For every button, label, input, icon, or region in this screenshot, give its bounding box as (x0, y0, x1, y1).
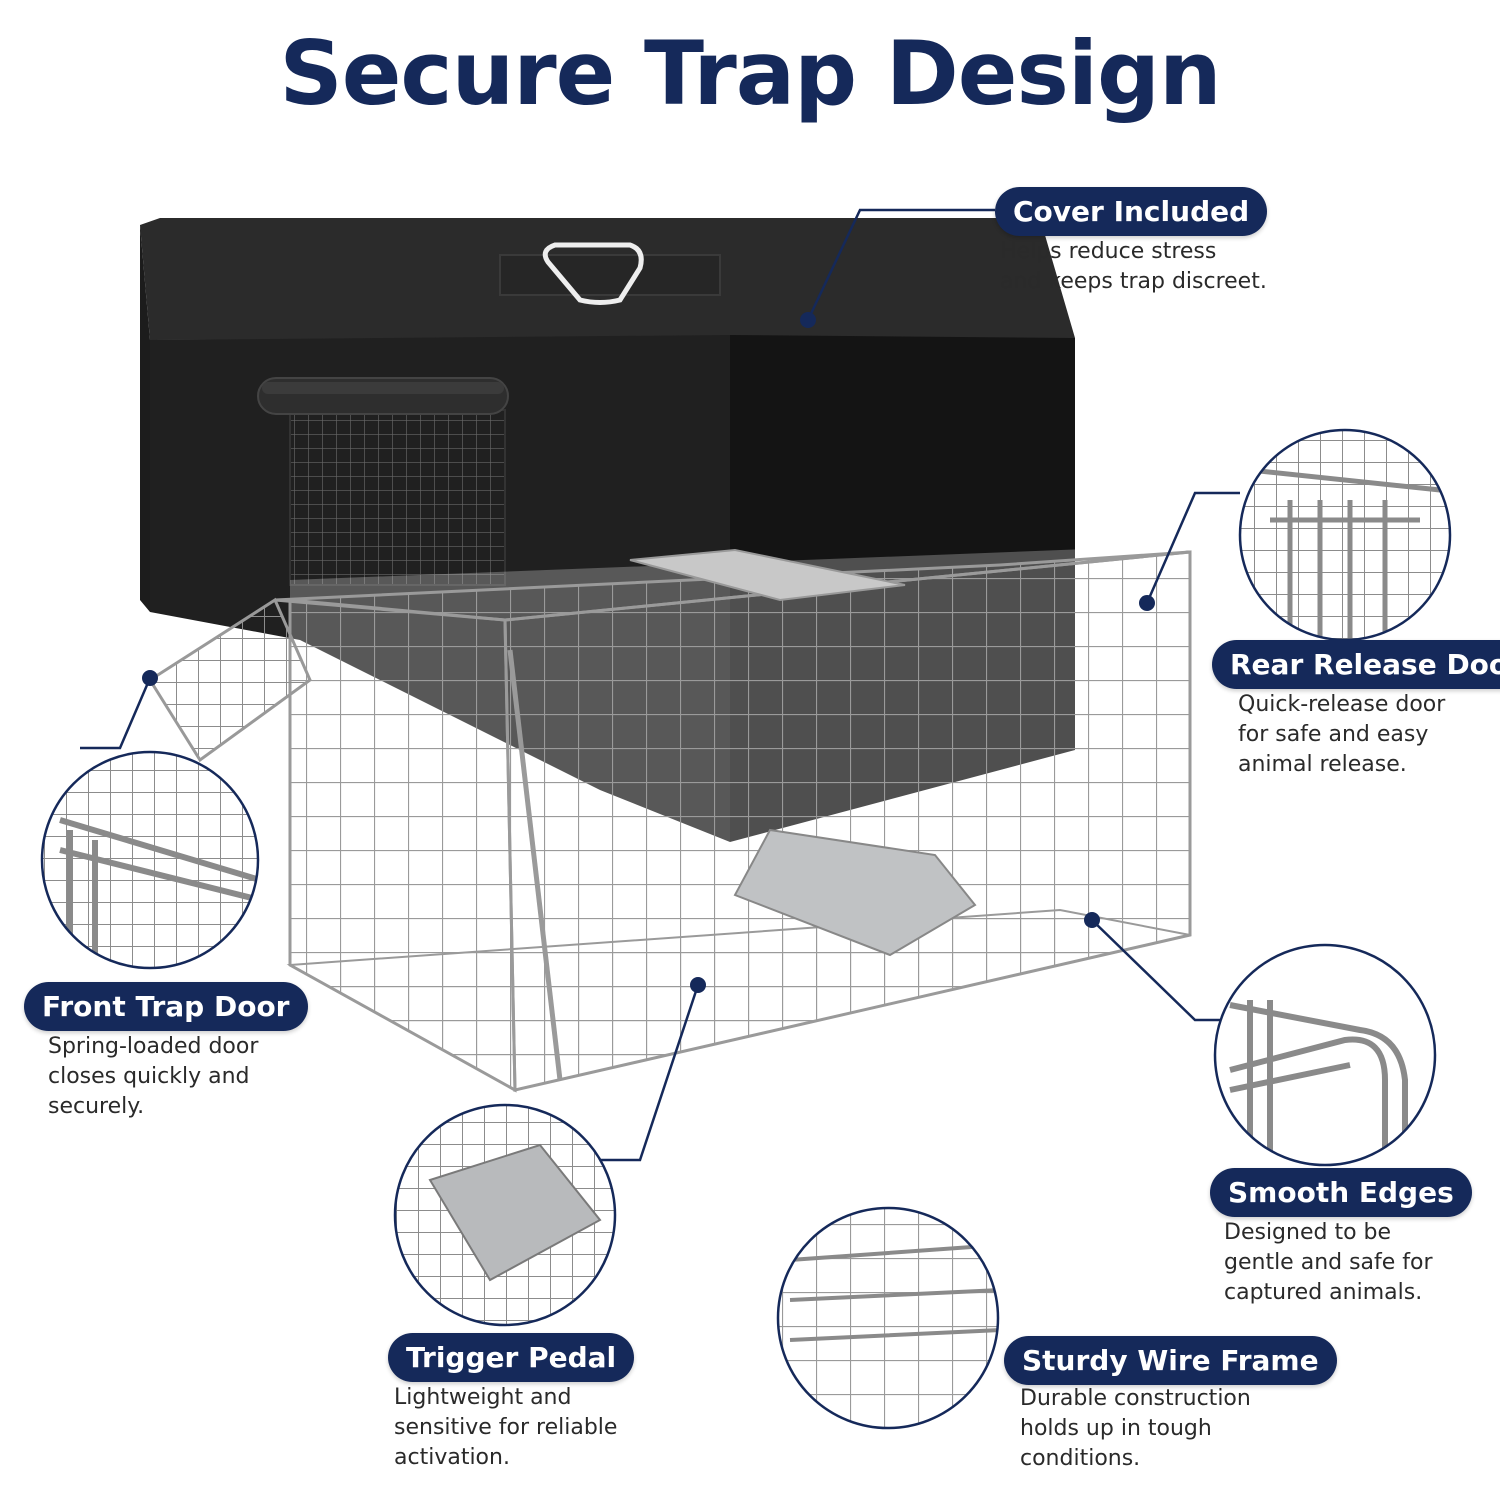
description-line: Lightweight and (394, 1385, 572, 1410)
sturdy-wire-frame-description: Durable construction holds up in tough c… (1020, 1384, 1251, 1474)
description-line: conditions. (1020, 1446, 1141, 1471)
description-line: holds up in tough (1020, 1416, 1212, 1441)
smooth-edges-badge: Smooth Edges (1210, 1168, 1472, 1217)
front-trap-door-description: Spring-loaded door closes quickly and se… (48, 1032, 258, 1122)
detail-circle-smooth-edges (1213, 943, 1437, 1167)
description-line: securely. (48, 1094, 145, 1119)
trigger-pedal-badge: Trigger Pedal (388, 1333, 635, 1382)
description-line: sensitive for reliable (394, 1415, 618, 1440)
detail-circle-front-door (40, 750, 260, 970)
trigger-pedal-description: Lightweight and sensitive for reliable a… (394, 1383, 617, 1473)
leader-lines (80, 208, 1240, 1162)
description-line: captured animals. (1224, 1280, 1423, 1305)
description-line: and keeps trap discreet. (1000, 269, 1267, 294)
description-line: Designed to be (1224, 1220, 1392, 1245)
detail-circle-trigger-pedal (393, 1103, 617, 1327)
detail-circle-rear-door (1238, 428, 1452, 642)
sturdy-wire-frame-badge: Sturdy Wire Frame (1004, 1336, 1337, 1385)
cover-included-badge: Cover Included (995, 187, 1268, 236)
rear-release-door-description: Quick-release door for safe and easy ani… (1238, 690, 1445, 780)
page-title: Secure Trap Design (279, 22, 1221, 125)
description-line: Spring-loaded door (48, 1034, 259, 1059)
description-line: for safe and easy (1238, 722, 1429, 747)
detail-circle-wire-frame (776, 1206, 1000, 1430)
smooth-edges-description: Designed to be gentle and safe for captu… (1224, 1218, 1433, 1308)
description-line: Quick-release door (1238, 692, 1446, 717)
description-line: Durable construction (1020, 1386, 1251, 1411)
description-line: gentle and safe for (1224, 1250, 1433, 1275)
description-line: activation. (394, 1445, 510, 1470)
rear-release-door-badge: Rear Release Door (1212, 640, 1500, 689)
wire-cage (147, 545, 1192, 1093)
description-line: Helps reduce stress (1000, 239, 1217, 264)
description-line: closes quickly and (48, 1064, 250, 1089)
cover-included-description: Helps reduce stress and keeps trap discr… (1000, 237, 1267, 297)
description-line: animal release. (1238, 752, 1407, 777)
leader-dots (142, 312, 1155, 993)
front-trap-door-badge: Front Trap Door (24, 982, 308, 1031)
